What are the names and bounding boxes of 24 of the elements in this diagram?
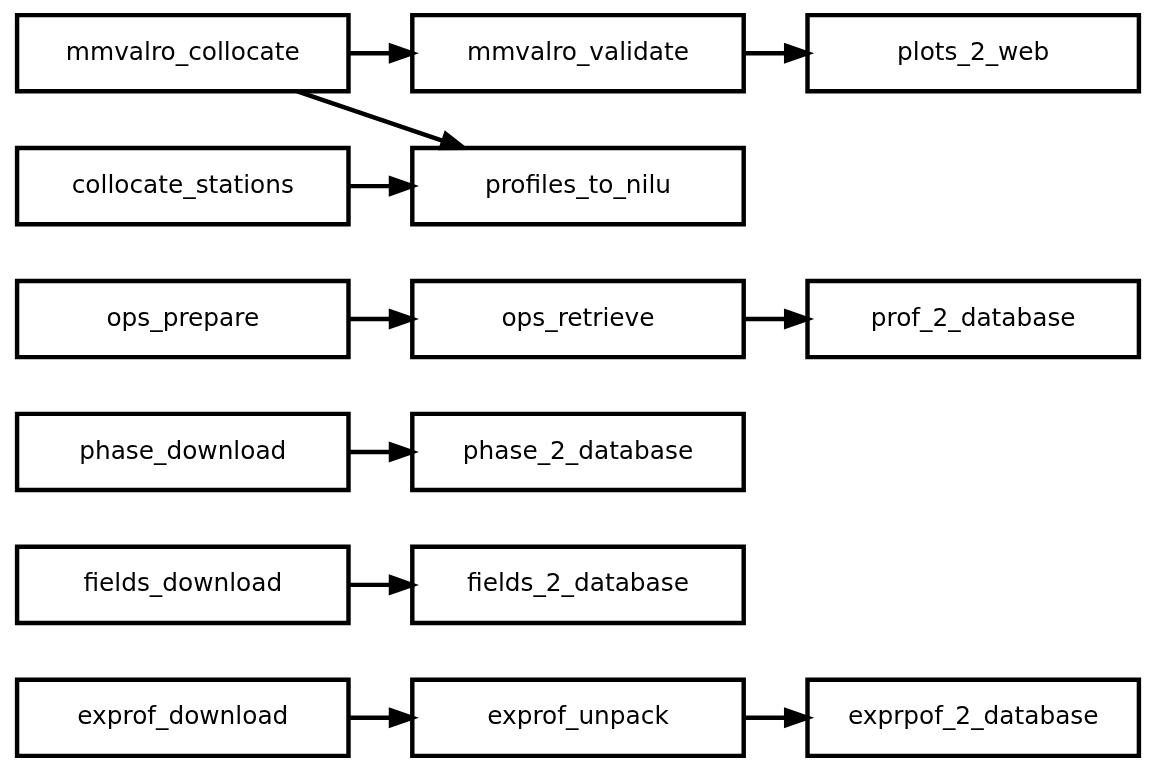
node-box: exprof_download	[14, 677, 351, 759]
node-box: profiles_to_nilu	[410, 145, 746, 227]
arrow	[744, 308, 815, 330]
node-box: ops_retrieve	[410, 278, 746, 360]
arrow	[348, 707, 419, 729]
arrow	[348, 308, 419, 330]
node-box: prof_2_database	[805, 278, 1142, 360]
node-box: fields_2_database	[410, 544, 746, 626]
node-box: exprpof_2_database	[805, 677, 1142, 759]
arrow	[348, 175, 419, 197]
node-box: collocate_stations	[14, 145, 351, 227]
node-box: mmvalro_validate	[410, 12, 746, 94]
node-box: fields_download	[14, 544, 351, 626]
arrow	[744, 42, 815, 64]
node-box: phase_2_database	[410, 411, 746, 493]
arrow	[348, 42, 419, 64]
node-box: plots_2_web	[805, 12, 1142, 94]
node-box: phase_download	[14, 411, 351, 493]
node-box: mmvalro_collocate	[14, 12, 351, 94]
arrow	[348, 574, 419, 596]
node-box: exprof_unpack	[410, 677, 746, 759]
arrow	[348, 441, 419, 463]
node-box: ops_prepare	[14, 278, 351, 360]
arrow	[744, 707, 815, 729]
